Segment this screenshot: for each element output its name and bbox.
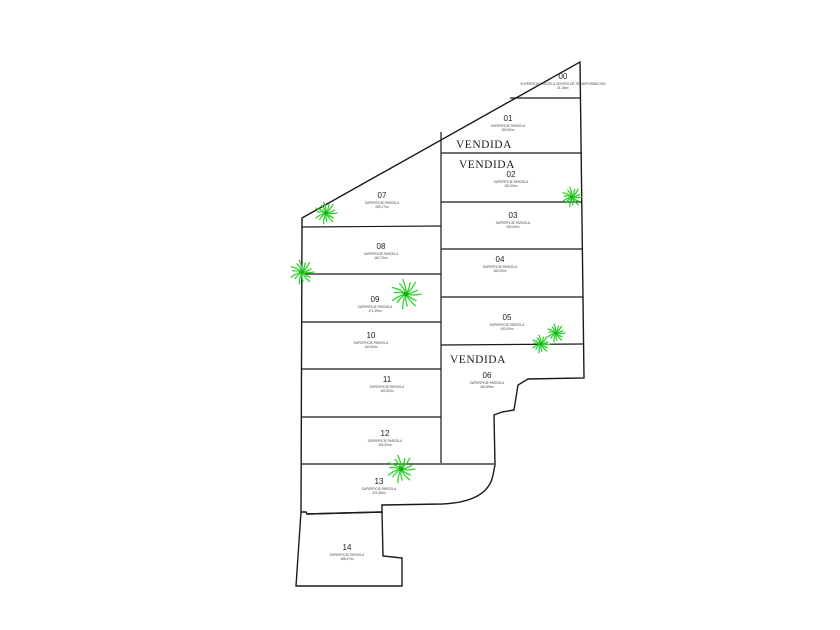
parcel-number: 06 — [483, 371, 492, 380]
parcel-area-value: 150,00m² — [500, 327, 513, 331]
tree-icon — [391, 278, 422, 310]
parcel-number: 14 — [343, 543, 352, 552]
parcel-number: 01 — [504, 114, 513, 123]
parcel-area-label: SUPERFICIE PARCELA CENTRO DE TRANSFORMAC… — [520, 81, 606, 86]
tree-icon — [562, 186, 583, 208]
trees — [290, 186, 583, 484]
parcel-area-value: 160,92m² — [378, 443, 391, 447]
tree-icon — [532, 334, 551, 354]
parcel-area-label: SUPERFICIE PARCELA — [354, 341, 390, 345]
parcel-number: 05 — [503, 313, 512, 322]
tree-icon — [290, 259, 315, 285]
parcel-area-label: SUPERFICIE PARCELA — [370, 385, 406, 389]
parcel-area-value: 289,17m² — [375, 205, 388, 209]
parcel-number: 10 — [367, 331, 376, 340]
right-column-dividers — [440, 97, 584, 463]
parcel-number: 12 — [381, 429, 390, 438]
parcel-area-label: SUPERFICIE PARCELA — [365, 201, 401, 205]
lot-14-boundary — [295, 511, 403, 587]
parcel-number: 03 — [509, 211, 518, 220]
parcel-area-value: 150,00m² — [501, 128, 514, 132]
parcel-area-value: 160,73m² — [374, 256, 387, 260]
parcel-number: 09 — [371, 295, 380, 304]
parcel-area-label: SUPERFICIE PARCELA — [483, 265, 519, 269]
tree-icon — [387, 454, 416, 484]
parcel-number: 07 — [378, 191, 387, 200]
parcel-number: 08 — [377, 242, 386, 251]
parcel-area-label: SUPERFICIE PARCELA — [330, 553, 366, 557]
sold-stamps: VENDIDA VENDIDA VENDIDA — [450, 139, 515, 366]
sold-label-02: VENDIDA — [459, 159, 515, 171]
parcel-area-value: 188,47m² — [340, 557, 353, 561]
parcel-area-value: 221,96m² — [372, 491, 385, 495]
parcel-area-value: 21,15m² — [557, 86, 569, 90]
parcel-area-label: SUPERFICIE PARCELA — [362, 487, 398, 491]
site-boundary — [300, 60, 585, 515]
parcel-number: 00 — [559, 72, 568, 81]
parcel-area-value: 150,00m² — [504, 184, 517, 188]
parcel-area-label: SUPERFICIE PARCELA — [368, 439, 404, 443]
sold-label-01: VENDIDA — [456, 139, 512, 151]
parcel-area-value: 160,92m² — [364, 345, 377, 349]
parcel-area-value: 264,59m² — [480, 385, 493, 389]
parcel-number: 04 — [496, 255, 505, 264]
parcel-area-label: SUPERFICIE PARCELA — [470, 381, 506, 385]
parcel-number: 02 — [507, 170, 516, 179]
parcel-number: 11 — [383, 375, 392, 384]
tree-icon — [315, 201, 338, 225]
parcel-area-label: SUPERFICIE PARCELA — [491, 124, 527, 128]
tree-icon — [547, 323, 566, 343]
sold-label-06: VENDIDA — [450, 354, 506, 366]
parcel-number: 13 — [375, 477, 384, 486]
parcel-area-label: SUPERFICIE PARCELA — [494, 180, 530, 184]
parcel-area-label: SUPERFICIE PARCELA — [358, 305, 394, 309]
parcel-area-label: SUPERFICIE PARCELA — [364, 252, 400, 256]
parcel-area-value: 150,00m² — [506, 225, 519, 229]
parcel-area-label: SUPERFICIE PARCELA — [496, 221, 532, 225]
parcel-area-value: 150,00m² — [493, 269, 506, 273]
parcel-area-value: 171,29m² — [368, 309, 381, 313]
parcel-area-value: 160,92m² — [380, 389, 393, 393]
parcel-area-label: SUPERFICIE PARCELA — [490, 323, 526, 327]
